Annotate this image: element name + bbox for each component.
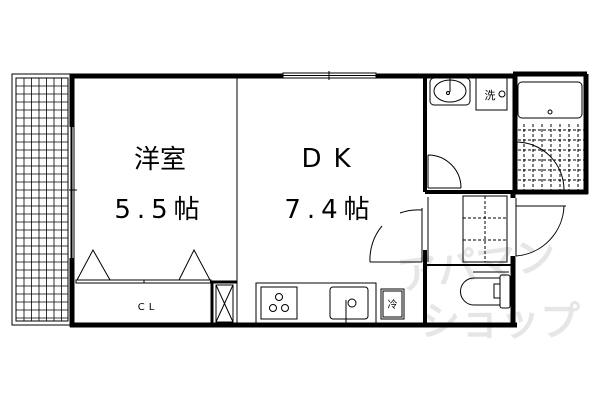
closet-label: CL [138, 302, 159, 313]
closet [75, 248, 234, 323]
toilet-icon [460, 277, 501, 306]
toilet [460, 271, 511, 309]
window-top [282, 71, 377, 80]
kitchen-sink-icon [329, 286, 369, 320]
stove-icon [269, 293, 289, 312]
window-west [69, 127, 77, 258]
dk-room-size: 7.4帖 [284, 195, 375, 225]
western-room-name: 洋室 [134, 145, 186, 175]
balcony [11, 73, 73, 326]
watermark-logo: アパマン ショップ [395, 232, 580, 345]
western-room-size: 5.5帖 [114, 195, 205, 225]
svg-text:アパマン: アパマン [395, 232, 559, 300]
entrance [427, 195, 566, 263]
washer-label: 洗 [485, 89, 496, 102]
door-dk [369, 208, 423, 263]
fridge-icon [380, 288, 405, 320]
fridge-label: 冷 [388, 298, 398, 311]
bathroom [515, 81, 584, 191]
dk-room-name: DK [301, 144, 362, 174]
bathtub-icon [517, 81, 583, 119]
washroom [427, 77, 508, 189]
kitchen-counter [255, 282, 405, 324]
washer-icon [475, 77, 508, 111]
